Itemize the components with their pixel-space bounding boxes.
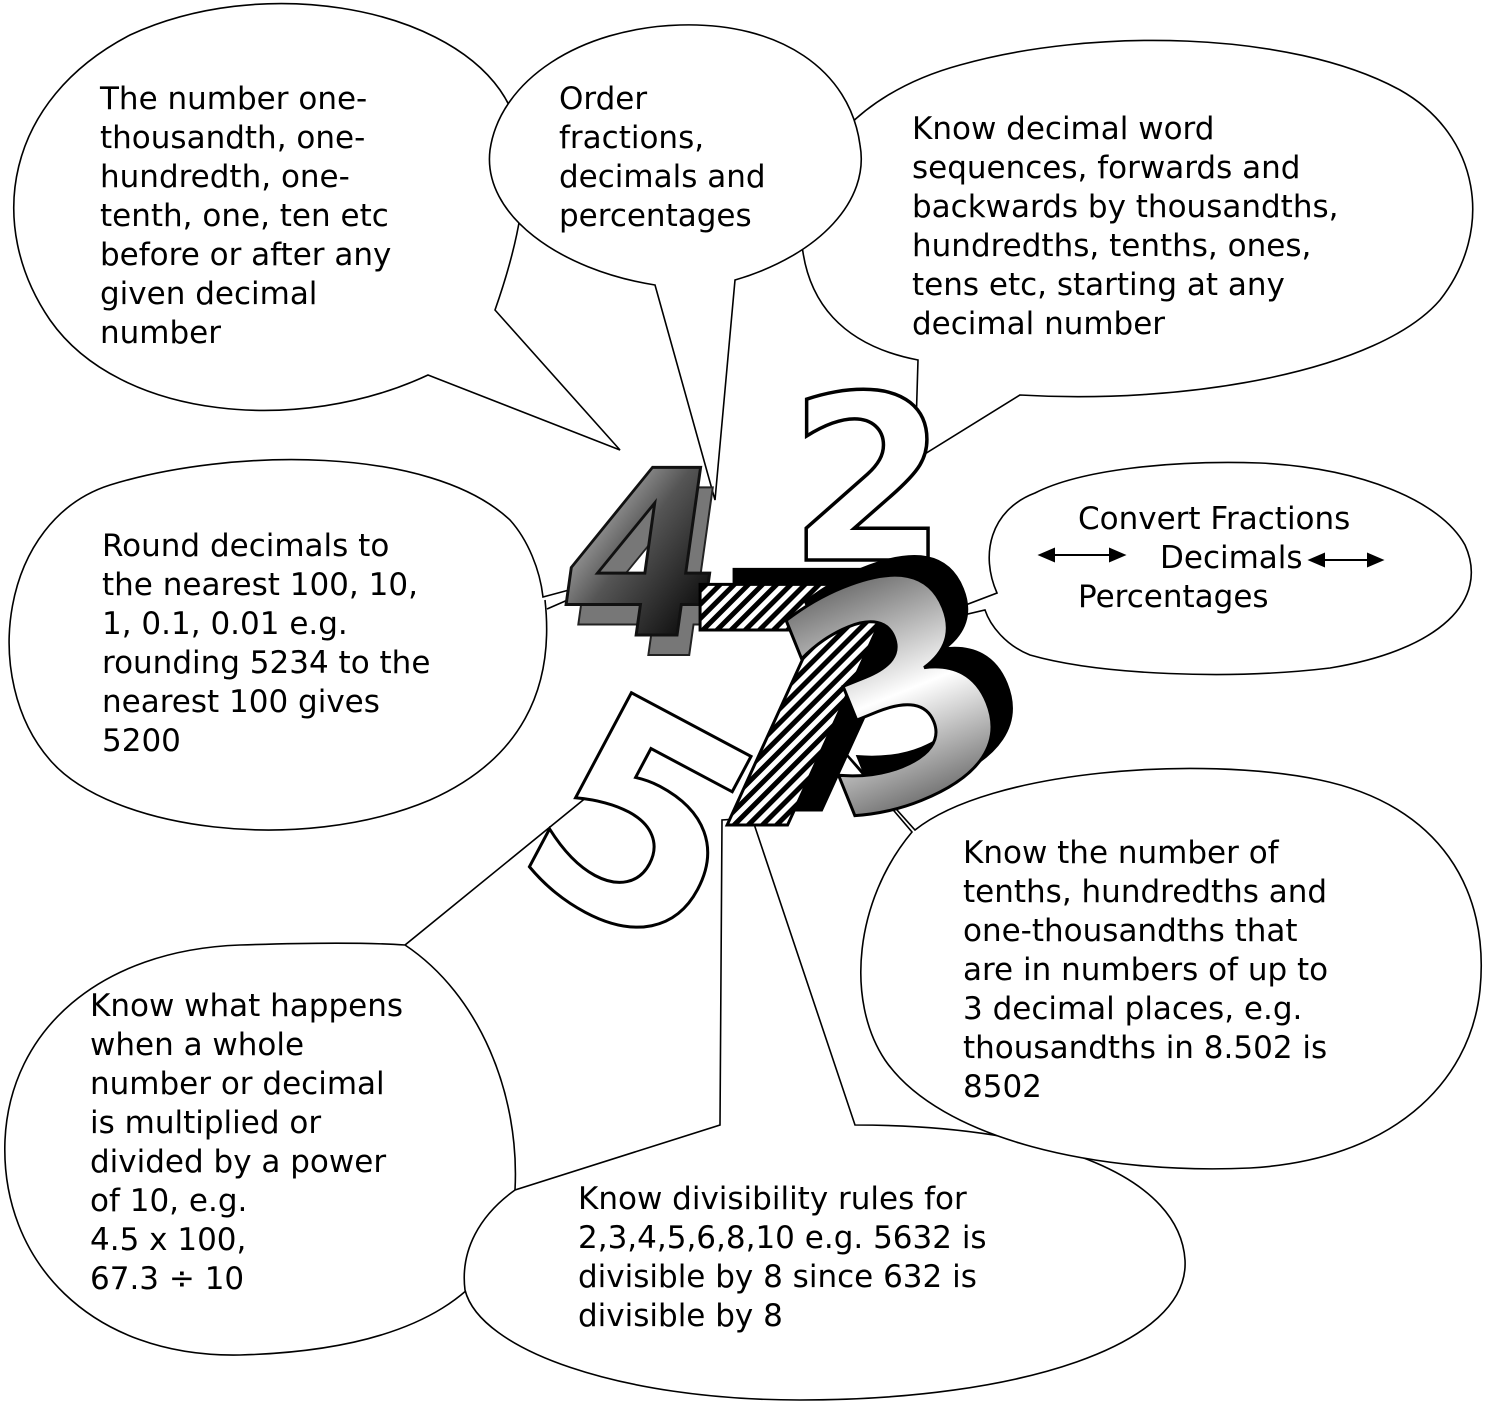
bubble-order-fractions (488, 24, 863, 501)
svg-text:7: 7 (712, 504, 942, 888)
digit-seven: 7 7 (677, 503, 944, 905)
double-arrow-right (1307, 552, 1385, 568)
bubble-word-sequences-text: Know decimal word sequences, forwards an… (912, 111, 1339, 342)
convert-line-fractions: Convert Fractions (1078, 501, 1351, 537)
bubble-tenths-hundredths-text: Know the number of tenths, hundredths an… (963, 835, 1329, 1105)
double-arrow-left (1037, 547, 1127, 563)
bubble-round-decimals (8, 458, 626, 831)
bubble-tenths-hundredths (824, 729, 1482, 1170)
svg-text:4: 4 (556, 441, 754, 710)
convert-line-decimals: Decimals (1160, 540, 1303, 576)
bubble-top-left-text: The number one- thousandth, one- hundred… (100, 81, 392, 351)
bubble-divisibility (463, 817, 1186, 1401)
convert-line-percentages: Percentages (1078, 579, 1269, 615)
bubble-power-of-ten (4, 769, 621, 1356)
bubble-divisibility-text: Know divisibility rules for 2,3,4,5,6,8,… (578, 1181, 987, 1334)
svg-text:4: 4 (544, 421, 742, 690)
bubble-convert (899, 461, 1473, 676)
digit-four: 4 4 (542, 420, 754, 711)
svg-text:3: 3 (735, 493, 1059, 895)
bubble-power-of-ten-text: Know what happens when a whole number or… (90, 988, 404, 1297)
digit-two: 2 (786, 346, 950, 617)
bubble-round-decimals-text: Round decimals to the nearest 100, 10, 1… (102, 528, 431, 759)
svg-text:7: 7 (678, 519, 908, 903)
svg-text:2: 2 (788, 348, 948, 615)
bubble-order-fractions-text: Order fractions, decimals and percentage… (559, 81, 766, 234)
